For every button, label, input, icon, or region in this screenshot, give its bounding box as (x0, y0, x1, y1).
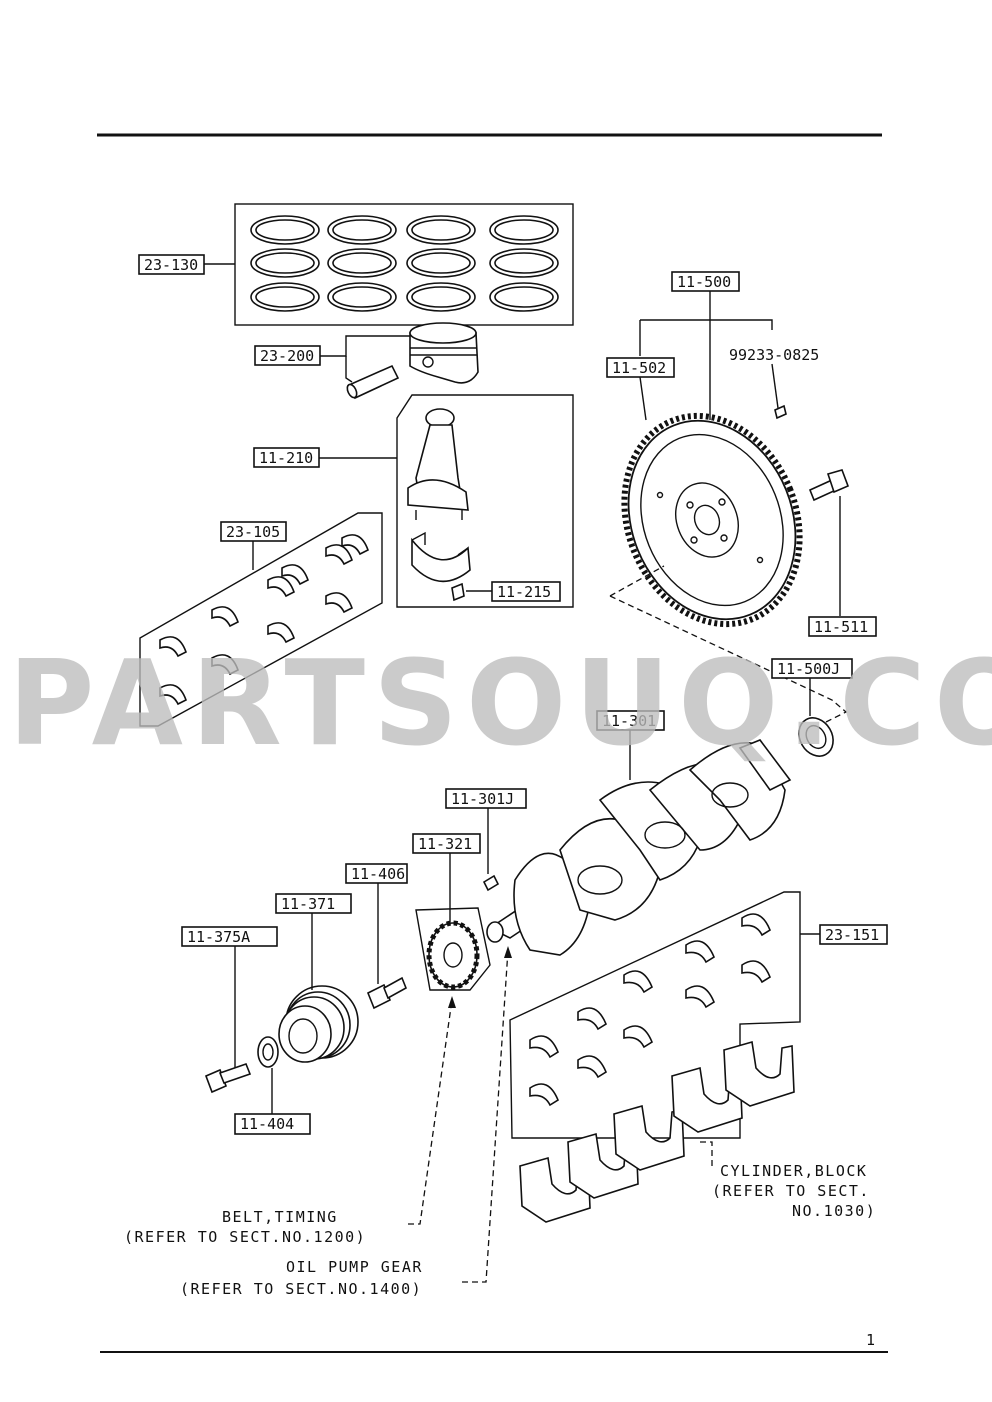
leader-piston-pin (345, 356, 353, 383)
note-oil-line1: OIL PUMP GEAR (286, 1258, 423, 1276)
conrod-bearing-group[interactable]: 23-105 (139, 512, 383, 727)
piston-group[interactable]: 23-200 (254, 322, 479, 400)
label-pulley-bolt-small: 11-406 (351, 865, 405, 883)
label-box-pulley-bolt-small (345, 863, 408, 884)
conrod-cap (411, 531, 471, 583)
label-crankshaft: 11-301 (602, 712, 656, 730)
label-pilot-bearing: 11-500J (777, 660, 840, 678)
note-oil-line2: (REFER TO SECT.NO.1400) (180, 1280, 422, 1298)
crank-pulley-group[interactable]: 11-371 (275, 893, 359, 1063)
label-box-conrod-bearing (220, 521, 287, 542)
label-conrod-nut: 11-215 (497, 583, 551, 601)
label-flywheel: 11-500 (677, 273, 731, 291)
crank-pulley (278, 985, 359, 1063)
note-belt-line2: (REFER TO SECT.NO.1200) (124, 1228, 366, 1246)
label-timing-pulley: 11-321 (418, 835, 472, 853)
conrod-bearing-frame (139, 512, 383, 727)
label-box-piston (254, 345, 321, 366)
arrow-oil-icon (504, 946, 512, 958)
label-rings: 23-130 (144, 256, 198, 274)
flywheel (621, 412, 803, 628)
note-cyl-line3: NO.1030) (792, 1202, 876, 1220)
label-box-key (445, 788, 527, 809)
flywheel-bolt (808, 469, 850, 502)
label-conrod-bearing: 23-105 (226, 523, 280, 541)
label-box-flywheel (671, 271, 740, 292)
pulley-bolt-small-group[interactable]: 11-406 (345, 863, 408, 1010)
leader-ring-gear-b (639, 376, 647, 421)
leader-flywheel-bracket (640, 319, 773, 330)
timing-pulley (415, 907, 491, 991)
label-crank-pulley: 11-371 (281, 895, 335, 913)
label-dowel: 99233-0825 (729, 346, 819, 364)
piston-pin (346, 364, 400, 400)
pulley-bolt (204, 1062, 252, 1094)
label-piston: 23-200 (260, 347, 314, 365)
label-box-ring-gear (606, 357, 675, 378)
piston-rings-group[interactable]: 23-130 (138, 203, 574, 326)
label-washer: 11-404 (240, 1115, 294, 1133)
label-box-pilot-bearing (771, 658, 853, 679)
arrow-belt-icon (448, 996, 456, 1008)
label-box-rings (138, 254, 205, 275)
label-pulley-bolt: 11-375A (187, 928, 250, 946)
main-bearing-frame (509, 891, 801, 1139)
leader-piston-top (320, 335, 410, 357)
label-box-timing-pulley (412, 833, 481, 854)
ring-set-2 (327, 215, 397, 312)
label-box-flywheel-bolt (808, 616, 877, 637)
dash-flywheel-a (609, 565, 665, 597)
pilot-bearing-group[interactable]: 11-500J (771, 658, 853, 762)
main-caps (519, 1040, 795, 1223)
connecting-rod (407, 408, 469, 520)
label-ring-gear: 11-502 (612, 359, 666, 377)
timing-pulley-group[interactable]: 11-321 (412, 833, 491, 991)
conrod-bearing-shells (159, 534, 369, 706)
piston (409, 322, 479, 384)
ring-set-1 (250, 215, 320, 312)
note-cyl-line1: CYLINDER,BLOCK (720, 1162, 867, 1180)
dash-belt (408, 999, 453, 1225)
pulley-bolt-group[interactable]: 11-375A (181, 926, 278, 1094)
label-main-bearing: 23-151 (825, 926, 879, 944)
label-conrod: 11-210 (259, 449, 313, 467)
watermark: PARTSOUQ.COM (8, 634, 992, 772)
crank-key (482, 874, 500, 892)
label-box-crankshaft (596, 710, 665, 731)
ring-set-3 (406, 215, 476, 312)
pulley-bolt-small (366, 976, 408, 1010)
conrod-group[interactable]: 11-215 11-210 (253, 394, 574, 608)
label-key: 11-301J (451, 790, 514, 808)
dash-oil (462, 949, 509, 1283)
washer-group[interactable]: 11-404 (234, 1036, 311, 1135)
conrod-nut (451, 582, 465, 602)
label-box-crank-pulley (275, 893, 352, 914)
label-box-conrod (253, 447, 320, 468)
dash-flywheel-b (609, 595, 848, 723)
label-box-conrod-nut (491, 581, 561, 602)
main-bearing-shells (529, 913, 771, 1107)
note-belt-line1: BELT,TIMING (222, 1208, 338, 1226)
dowel-pin (774, 404, 787, 420)
crankshaft-group[interactable]: 11-301 (486, 710, 792, 956)
note-cyl-line2: (REFER TO SECT. (712, 1182, 870, 1200)
crankshaft (486, 739, 792, 956)
main-bearing-group[interactable]: 23-151 (509, 891, 888, 1139)
key-group[interactable]: 11-301J (445, 788, 527, 892)
leader-dowel (771, 363, 779, 409)
pilot-bearing (798, 717, 834, 757)
label-box-washer (234, 1113, 311, 1135)
washer (257, 1036, 279, 1068)
label-box-pulley-bolt (181, 926, 278, 947)
ring-set-4 (489, 215, 559, 312)
page-mark: 1 (866, 1331, 875, 1349)
label-flywheel-bolt: 11-511 (814, 618, 868, 636)
flywheel-group[interactable]: 11-500 11-502 99233-0825 11-511 (594, 271, 877, 723)
label-box-main-bearing (819, 924, 888, 945)
conrod-frame (396, 394, 574, 608)
